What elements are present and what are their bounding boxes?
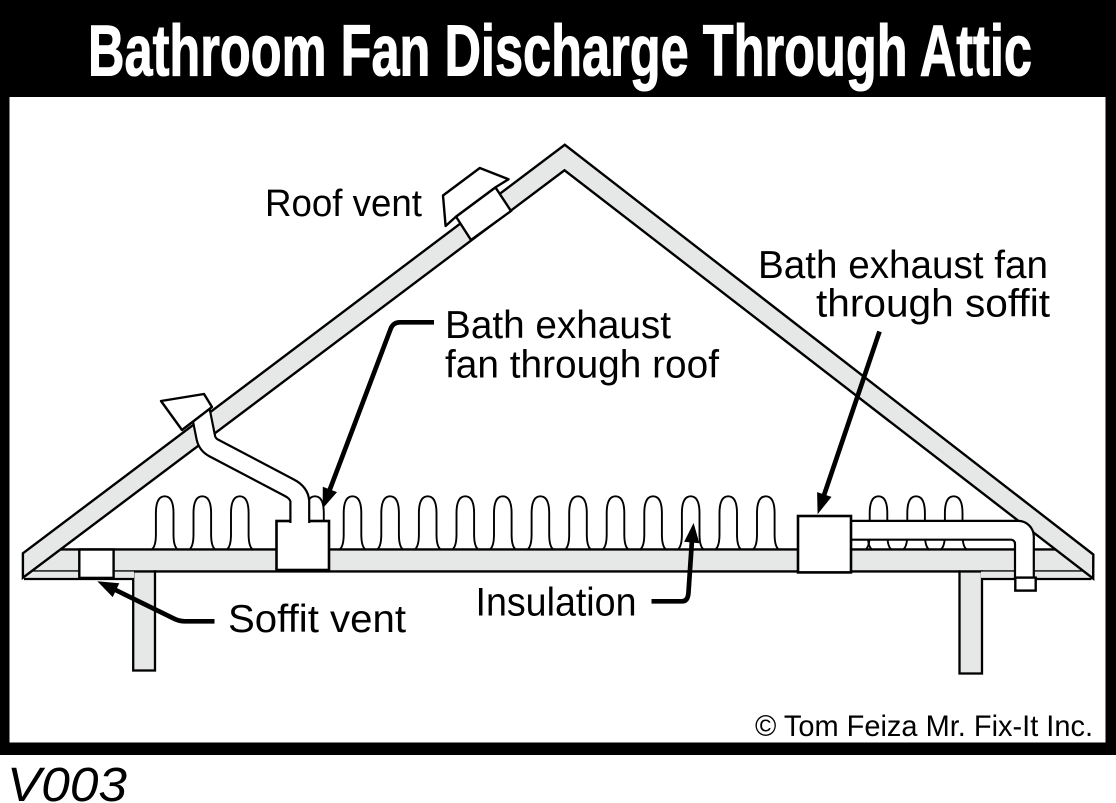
svg-text:Bath exhaust: Bath exhaust: [445, 304, 671, 347]
svg-text:V003: V003: [7, 759, 127, 803]
svg-text:fan through roof: fan through roof: [445, 344, 719, 387]
svg-text:Bath exhaust fan: Bath exhaust fan: [758, 244, 1048, 287]
svg-text:Roof vent: Roof vent: [265, 183, 422, 225]
svg-text:Soffit vent: Soffit vent: [228, 598, 406, 641]
svg-text:Bathroom Fan Discharge Through: Bathroom Fan Discharge Through Attic: [88, 12, 1032, 92]
svg-text:Insulation: Insulation: [476, 581, 637, 625]
svg-text:through soffit: through soffit: [816, 283, 1050, 326]
svg-text:© Tom Feiza Mr. Fix-It Inc.: © Tom Feiza Mr. Fix-It Inc.: [755, 710, 1093, 743]
